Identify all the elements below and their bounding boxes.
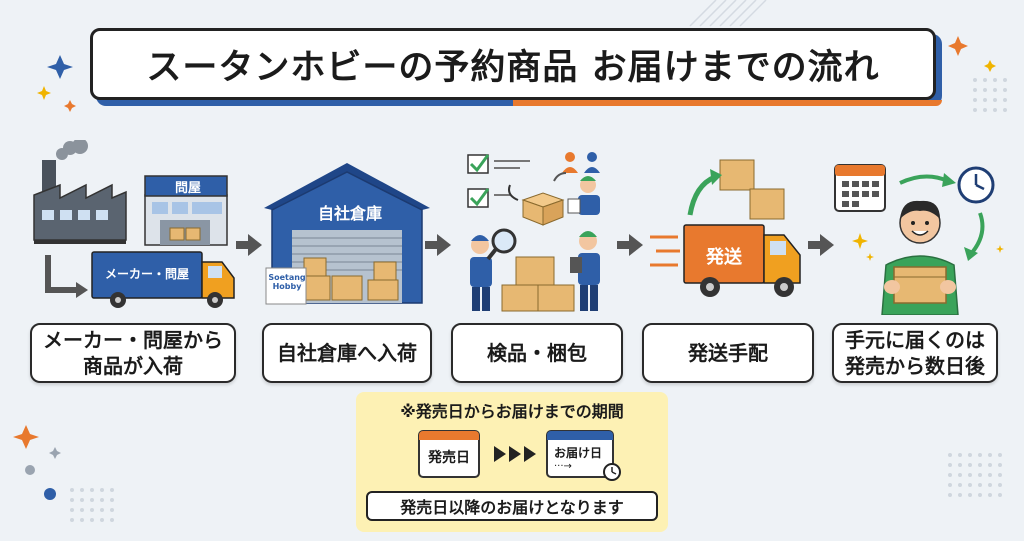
wholesaler-building-icon	[144, 175, 228, 246]
truck-shipping-label: 発送	[706, 247, 742, 268]
sparkle-icon	[37, 86, 51, 100]
flow-arrow-icon	[617, 234, 643, 256]
inspection-packing-illustration	[467, 152, 600, 312]
clock-icon	[957, 166, 995, 204]
step-1-label: メーカー・問屋から商品が入荷	[30, 323, 236, 383]
delivery-truck-icon	[91, 251, 235, 308]
page-title: スータンホビーの予約商品 お届けまでの流れ	[146, 47, 880, 88]
truck-label: メーカー・問屋	[104, 267, 189, 281]
sparkle-icon	[13, 425, 39, 449]
note-title: ※発売日からお届けまでの期間	[400, 402, 624, 421]
sparkle-icon	[948, 36, 968, 56]
warehouse-illustration	[264, 163, 430, 305]
calendar-icon	[834, 164, 886, 212]
checklist-icon	[467, 154, 530, 208]
warehouse-icon	[264, 163, 430, 305]
sparkle-icon	[984, 60, 996, 72]
step-5-label: 手元に届くのは発売から数日後	[832, 323, 998, 383]
customer-icon	[881, 200, 959, 315]
sparkle-icon	[64, 100, 76, 112]
note-footer: 発売日以降のお届けとなります	[366, 491, 658, 521]
sparkle-icon	[49, 447, 61, 459]
step-4-label: 発送手配	[642, 323, 814, 383]
title-banner: スータンホビーの予約商品 お届けまでの流れ	[90, 28, 942, 106]
flow-arrow-icon	[236, 234, 262, 256]
delivery-date-calendar: お届け日 ···→	[546, 430, 614, 478]
wholesaler-sign: 問屋	[174, 181, 201, 196]
shipping-truck-illustration	[650, 159, 801, 297]
step-3-label: 検品・梱包	[451, 323, 623, 383]
warehouse-sign: 自社倉庫	[317, 204, 382, 223]
shipping-truck-icon	[683, 224, 801, 297]
release-date-calendar: 発売日	[418, 430, 480, 478]
sparkle-icon	[47, 55, 73, 79]
factory-wholesaler-illustration	[33, 140, 235, 308]
flow-arrow-icon	[808, 234, 834, 256]
delivery-period-note: ※発売日からお届けまでの期間 発売日 お届け日 ···→ 発売日以降のお届けとな…	[356, 392, 668, 532]
clock-icon	[603, 463, 621, 481]
delivery-receipt-illustration	[834, 164, 1004, 315]
flow-arrow-icon	[425, 234, 451, 256]
factory-icon	[33, 160, 127, 244]
triple-arrow-icon	[494, 446, 536, 462]
step-2-label: 自社倉庫へ入荷	[262, 323, 432, 383]
